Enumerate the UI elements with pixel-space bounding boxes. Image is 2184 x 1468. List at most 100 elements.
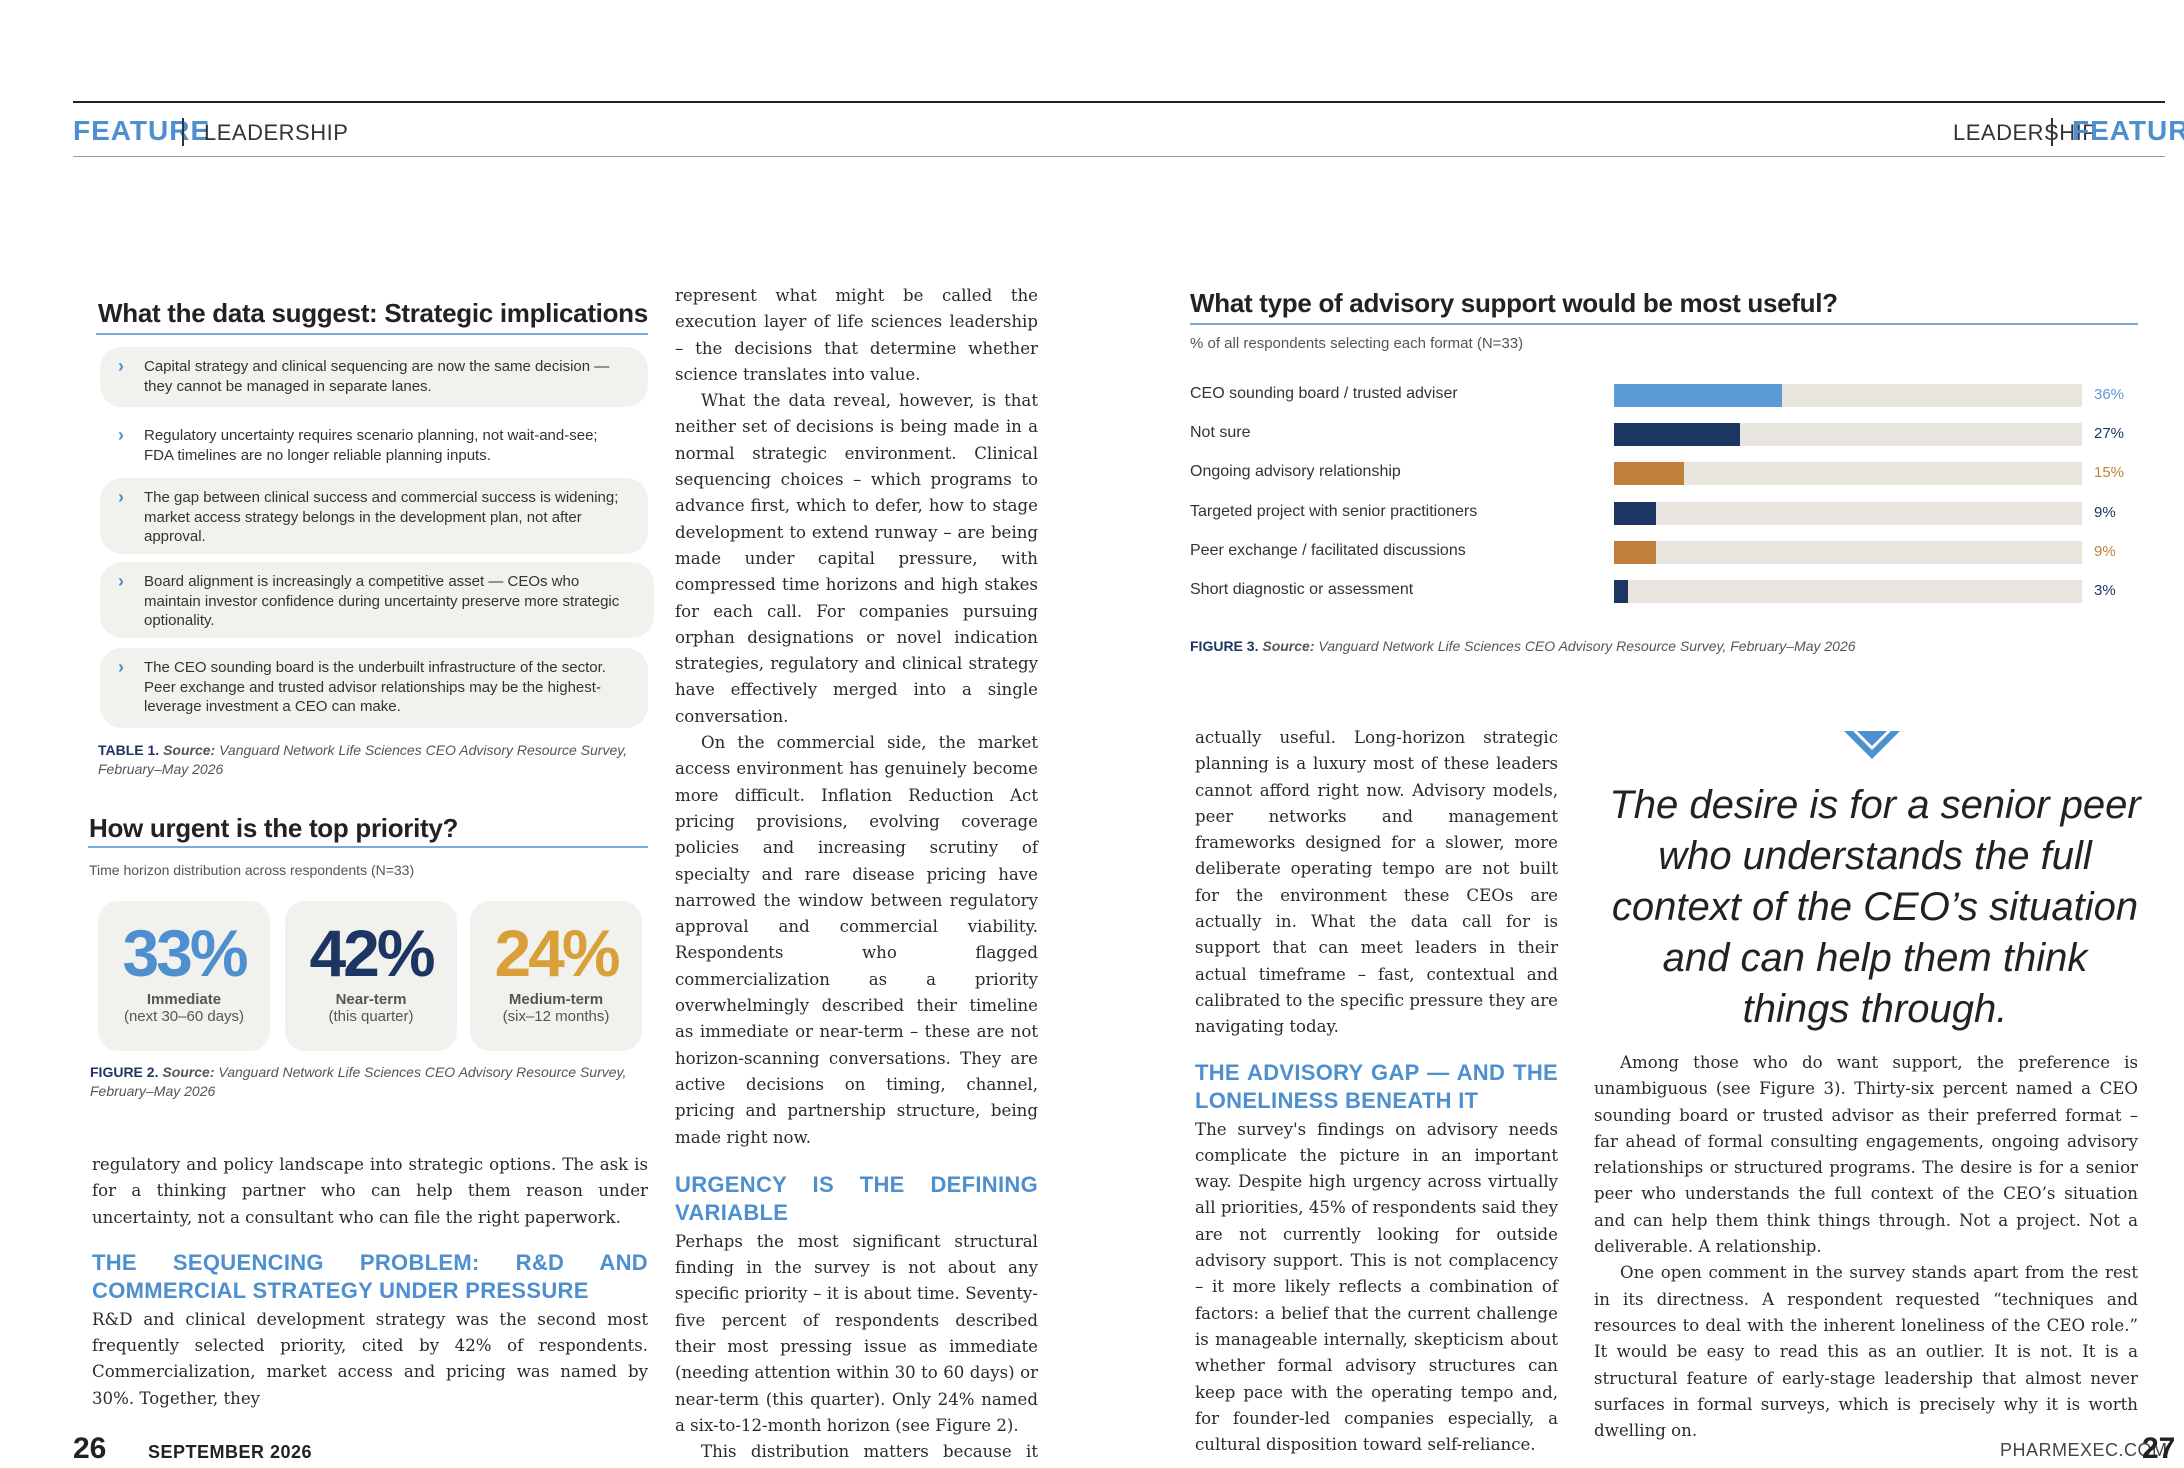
- pull-quote: The desire is for a senior peer who unde…: [1609, 783, 2141, 1031]
- implication-bullet-5: › The CEO sounding board is the underbui…: [100, 648, 648, 728]
- body-paragraph: R&D and clinical development strategy wa…: [92, 1309, 648, 1408]
- body-paragraph: Perhaps the most significant structural …: [675, 1231, 1038, 1435]
- body-paragraph: The survey's findings on advisory needs …: [1195, 1119, 1558, 1455]
- bar-value-label: 9%: [2094, 503, 2116, 521]
- pullquote-triangle-core: [1857, 731, 1887, 746]
- stat-label: Near-term: [335, 991, 407, 1008]
- implication-bullet-2: › Regulatory uncertainty requires scenar…: [100, 416, 648, 476]
- bar-track: [1614, 384, 2082, 407]
- column-3: actually useful. Long-horizon strategic …: [1195, 725, 1558, 1458]
- chevron-right-icon: ›: [118, 356, 124, 376]
- stat-card-near-term: 42% Near-term (this quarter): [285, 901, 457, 1051]
- bar: [1614, 580, 1629, 603]
- bar: [1614, 423, 1741, 447]
- body-paragraph: represent what might be called the execu…: [675, 286, 1038, 384]
- caption-text: Vanguard Network Life Sciences CEO Advis…: [1318, 638, 1856, 654]
- advisory-support-bar-chart: CEO sounding board / trusted adviser 36% N…: [1190, 370, 2150, 620]
- header-divider-left: [182, 118, 184, 146]
- implication-bullet-1: › Capital strategy and clinical sequenci…: [100, 347, 648, 407]
- bar-category-label: Not sure: [1190, 424, 1251, 442]
- chevron-right-icon: ›: [118, 425, 124, 445]
- bar-value-label: 9%: [2094, 542, 2116, 560]
- figure3-title: What type of advisory support would be m…: [1190, 288, 1838, 318]
- body-paragraph: actually useful. Long-horizon strategic …: [1195, 728, 1558, 1037]
- bullet-text: The CEO sounding board is the underbuilt…: [144, 659, 606, 715]
- header-feature-right: FEATURE: [2072, 115, 2184, 146]
- stat-value: 33%: [122, 916, 248, 990]
- header-section-left: LEADERSHIP: [204, 120, 349, 145]
- bar-value-label: 15%: [2094, 464, 2125, 482]
- header-section-right: LEADERSHIP: [1953, 120, 2098, 145]
- figure3-subtitle: % of all respondents selecting each form…: [1190, 335, 1524, 352]
- caption-source: Source:: [1262, 638, 1315, 654]
- caption-label: TABLE 1.: [98, 742, 160, 758]
- section-heading: THE SEQUENCING PROBLEM: R&D AND COMMERCI…: [92, 1249, 648, 1303]
- body-paragraph: One open comment in the survey stands ap…: [1594, 1263, 2138, 1441]
- bar-category-label: Peer exchange / facilitated discussions: [1190, 541, 1466, 559]
- figure2-title: How urgent is the top priority?: [89, 813, 459, 843]
- body-paragraph: On the commercial side, the market acces…: [675, 733, 1038, 1147]
- bar-value-label: 36%: [2094, 386, 2125, 403]
- bar-category-label: Short diagnostic or assessment: [1190, 581, 1414, 598]
- caption-source: Source:: [163, 742, 216, 758]
- chevron-right-icon: ›: [118, 571, 124, 591]
- figure2-subtitle: Time horizon distribution across respond…: [89, 862, 415, 878]
- top-rule: [73, 101, 2165, 103]
- figure3-title-rule: [1190, 323, 2138, 325]
- bar: [1614, 462, 1685, 486]
- caption-text: Vanguard Network Life Sciences CEO Advis…: [90, 1064, 627, 1099]
- page-number-right: 27: [2142, 1432, 2176, 1465]
- bar: [1614, 501, 1657, 525]
- stat-sublabel: (next 30–60 days): [123, 1008, 245, 1025]
- site-name: PHARMEXEC.COM: [2000, 1440, 2168, 1460]
- stat-sublabel: (this quarter): [328, 1008, 414, 1025]
- chevron-right-icon: ›: [118, 487, 124, 507]
- header-underline: [73, 156, 2165, 157]
- figure2-caption: FIGURE 2. Source: Vanguard Network Life …: [90, 1063, 660, 1101]
- stat-value: 24%: [494, 916, 620, 990]
- stat-label: Medium-term: [508, 991, 604, 1008]
- body-paragraph: What the data reveal, however, is that n…: [675, 391, 1038, 726]
- body-paragraph: This distribution matters because it cha…: [701, 1442, 1038, 1462]
- bar-category-label: Ongoing advisory relationship: [1190, 463, 1401, 481]
- implication-bullet-3: › The gap between clinical success and c…: [100, 478, 648, 554]
- table1-title-rule: [96, 333, 648, 335]
- section-heading: URGENCY IS THE DEFINING VARIABLE: [675, 1171, 1038, 1225]
- bullet-text: The gap between clinical success and com…: [144, 489, 619, 545]
- chevron-right-icon: ›: [118, 657, 124, 677]
- caption-source: Source:: [162, 1064, 215, 1080]
- bar: [1614, 384, 1783, 407]
- implication-bullet-4: › Board alignment is increasingly a comp…: [100, 562, 654, 638]
- bar-track: [1614, 580, 2082, 603]
- page-number-left: 26: [73, 1432, 107, 1465]
- bar-track: [1614, 423, 2082, 447]
- issue-date: SEPTEMBER 2026: [148, 1442, 313, 1462]
- table1-caption: TABLE 1. Source: Vanguard Network Life S…: [98, 741, 658, 779]
- bar-category-label: Targeted project with senior practitione…: [1190, 502, 1478, 520]
- table1-title: What the data suggest: Strategic implica…: [98, 298, 648, 328]
- bullet-text: Regulatory uncertainty requires scenario…: [144, 427, 598, 464]
- stat-sublabel: (six–12 months): [502, 1008, 610, 1025]
- stat-value: 42%: [309, 916, 435, 990]
- bullet-text: Capital strategy and clinical sequencing…: [144, 358, 610, 395]
- column-1: regulatory and policy landscape into str…: [92, 1152, 648, 1412]
- section-heading: THE ADVISORY GAP — AND THE LONELINESS BE…: [1195, 1059, 1558, 1113]
- body-paragraph: regulatory and policy landscape into str…: [92, 1155, 648, 1227]
- bar-category-label: CEO sounding board / trusted adviser: [1190, 385, 1458, 402]
- bar-track: [1614, 462, 2082, 486]
- column-4: Among those who do want support, the pre…: [1594, 1050, 2138, 1444]
- header-feature-left: FEATURE: [73, 115, 211, 146]
- bar: [1614, 540, 1657, 564]
- caption-text: Vanguard Network Life Sciences CEO Advis…: [98, 742, 628, 777]
- header-divider-right: [2051, 118, 2053, 146]
- stat-label: Immediate: [146, 991, 222, 1008]
- bar-track: [1614, 501, 2082, 525]
- body-paragraph: Among those who do want support, the pre…: [1594, 1053, 2138, 1257]
- column-2: represent what might be called the execu…: [675, 283, 1038, 1468]
- bar-value-label: 27%: [2094, 425, 2125, 443]
- stat-card-medium-term: 24% Medium-term (six–12 months): [470, 901, 642, 1051]
- bullet-text: Board alignment is increasingly a compet…: [144, 573, 620, 629]
- caption-label: FIGURE 3.: [1190, 638, 1259, 654]
- caption-label: FIGURE 2.: [90, 1064, 159, 1080]
- figure3-caption: FIGURE 3. Source: Vanguard Network Life …: [1190, 637, 2090, 656]
